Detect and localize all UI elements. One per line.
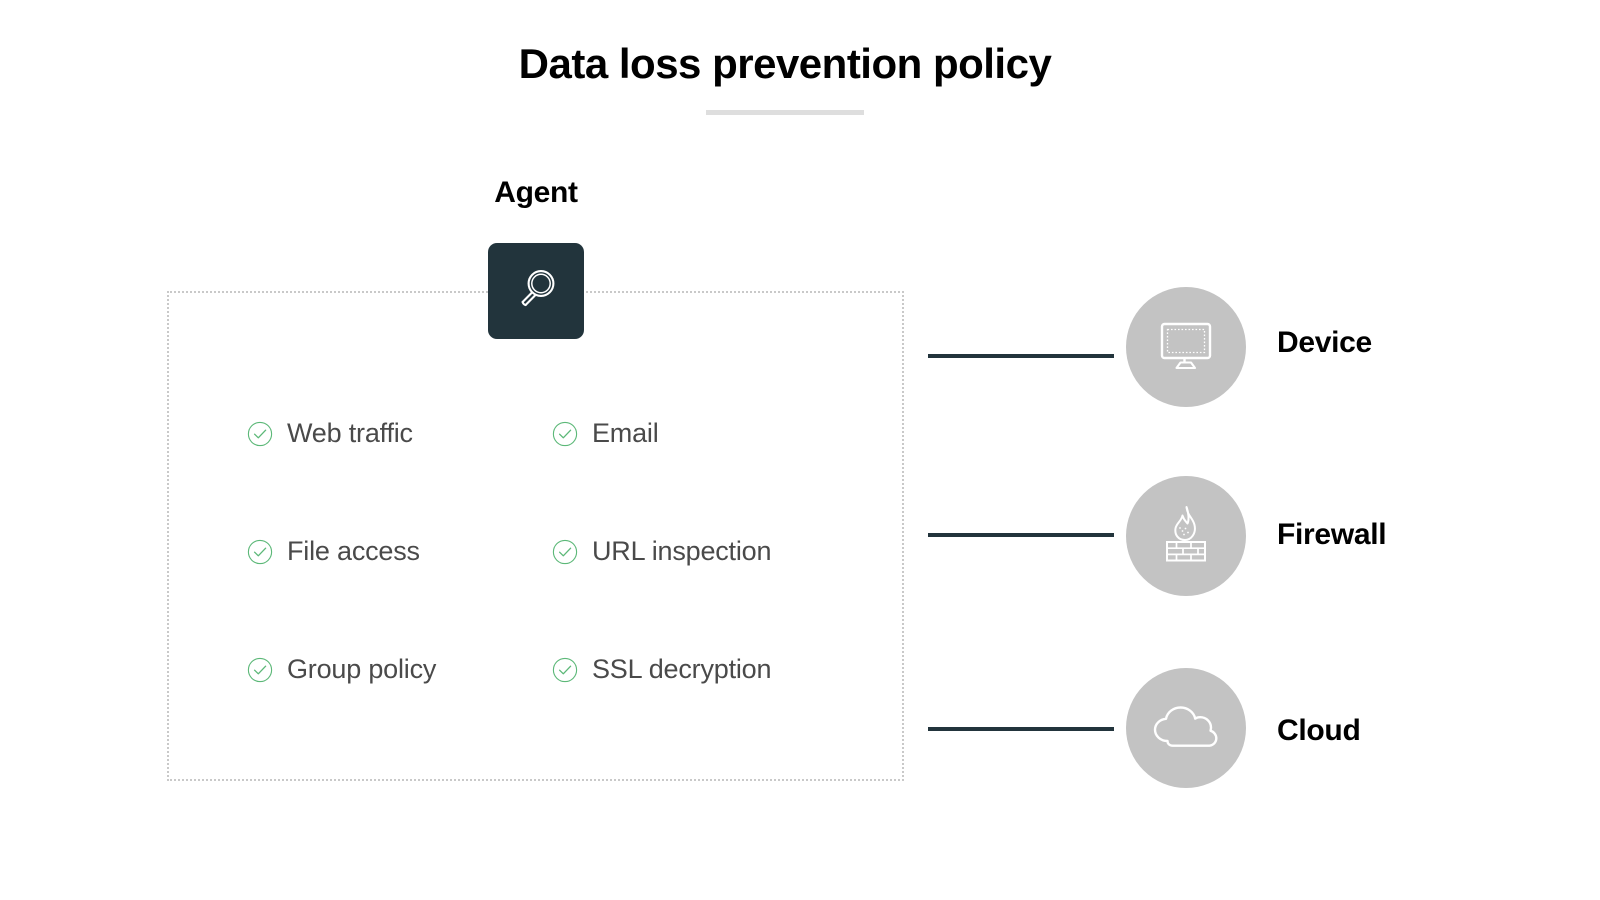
- capability-item-ssl-decryption[interactable]: SSL decryption: [552, 656, 867, 683]
- capability-label: Email: [592, 418, 659, 448]
- check-circle-icon: [247, 421, 273, 446]
- capability-label: Web traffic: [287, 418, 413, 448]
- capability-list: Web traffic Email File access: [247, 420, 867, 774]
- capability-item-web-traffic[interactable]: Web traffic: [247, 420, 552, 447]
- capability-label: SSL decryption: [592, 654, 772, 684]
- agent-label: Agent: [494, 176, 578, 209]
- capability-item-file-access[interactable]: File access: [247, 538, 552, 565]
- connector-line-cloud: [928, 727, 1114, 731]
- capability-label: Group policy: [287, 654, 437, 684]
- check-circle-icon: [552, 657, 578, 682]
- channel-label-device: Device: [1277, 326, 1372, 359]
- magnifying-glass-icon: [509, 262, 563, 321]
- capability-row: Group policy SSL decryption: [247, 656, 867, 774]
- capability-row: File access URL inspection: [247, 538, 867, 656]
- check-circle-icon: [247, 539, 273, 564]
- connector-line-device: [928, 354, 1114, 358]
- channel-circle-firewall[interactable]: [1126, 476, 1246, 596]
- capability-label: File access: [287, 536, 420, 566]
- firewall-icon: [1156, 502, 1216, 571]
- capability-item-email[interactable]: Email: [552, 420, 867, 447]
- title-underline-rule: [706, 110, 864, 115]
- check-circle-icon: [552, 421, 578, 446]
- check-circle-icon: [552, 539, 578, 564]
- capability-item-group-policy[interactable]: Group policy: [247, 656, 552, 683]
- page-title: Data loss prevention policy: [518, 40, 1052, 87]
- monitor-icon: [1154, 315, 1218, 380]
- channel-label-cloud: Cloud: [1277, 714, 1361, 747]
- channel-label-firewall: Firewall: [1277, 518, 1387, 551]
- check-circle-icon: [247, 657, 273, 682]
- agent-tile[interactable]: [488, 243, 584, 339]
- channel-circle-cloud[interactable]: [1126, 668, 1246, 788]
- channel-circle-device[interactable]: [1126, 287, 1246, 407]
- capability-label: URL inspection: [592, 536, 772, 566]
- capability-item-url-inspection[interactable]: URL inspection: [552, 538, 867, 565]
- cloud-icon: [1150, 699, 1222, 758]
- connector-line-firewall: [928, 533, 1114, 537]
- capability-row: Web traffic Email: [247, 420, 867, 538]
